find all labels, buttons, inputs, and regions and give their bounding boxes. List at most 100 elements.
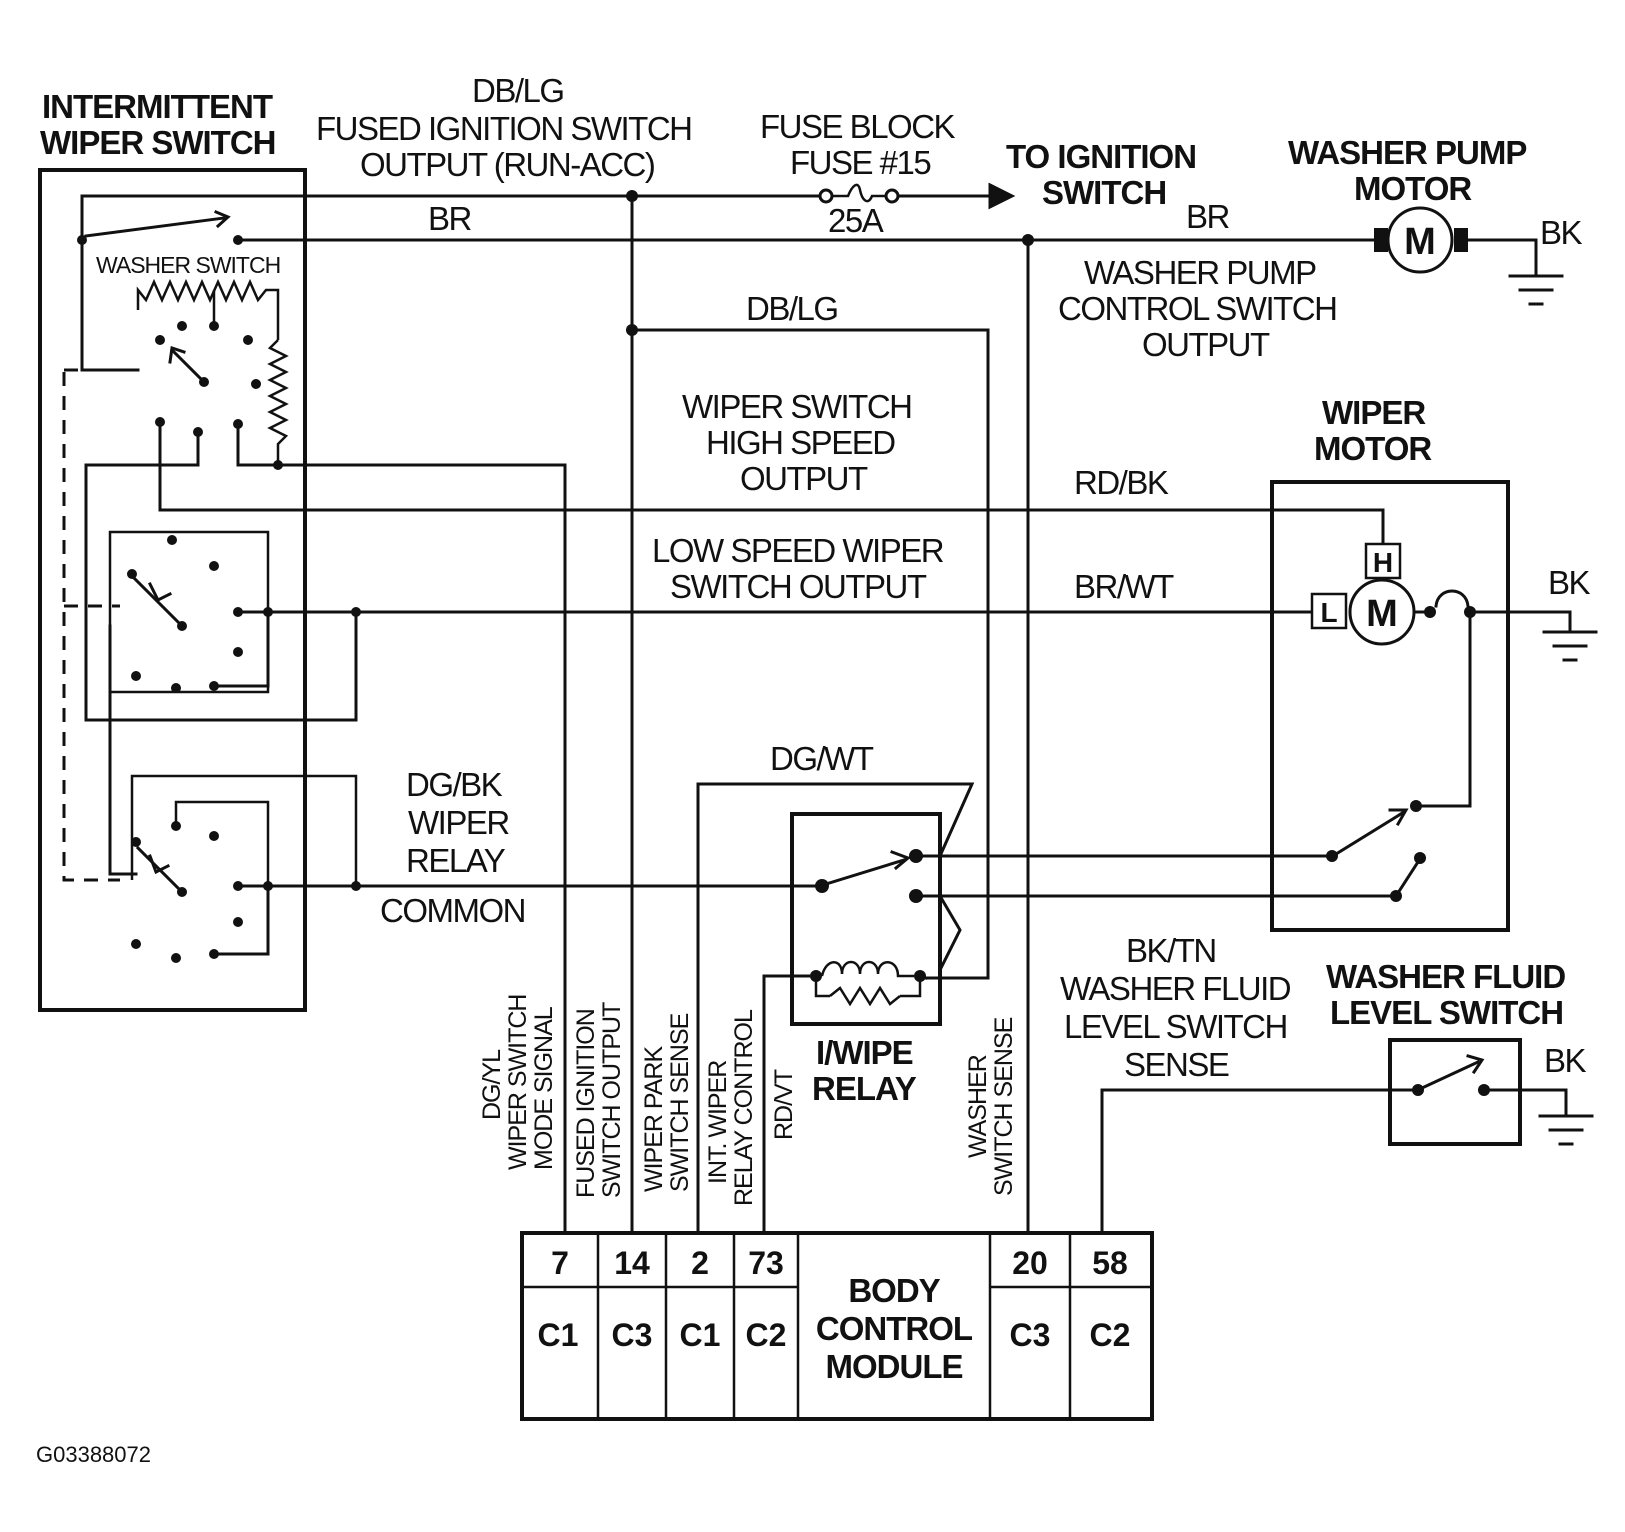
delay-contact: [251, 379, 261, 389]
fluid-sense-label-line2: WASHER FLUID: [1060, 970, 1291, 1007]
run-acc-label: OUTPUT (RUN-ACC): [360, 146, 654, 183]
speed-to-relay-link: [108, 624, 138, 876]
speed-switch-contact: [171, 683, 181, 693]
bcm-housing: [520, 1231, 1154, 1421]
dgbk-label: DG/BK: [406, 766, 503, 803]
fluid-switch-title-line1: WASHER FLUID: [1326, 958, 1565, 995]
speed-switch-contact: [233, 647, 243, 657]
vertical-label-park-2: SWITCH SENSE: [666, 1013, 694, 1192]
vertical-label-int-2: RELAY CONTROL: [730, 1009, 758, 1206]
wiper-motor-housing: [1270, 480, 1510, 932]
delay-resistor-vertical: [267, 339, 289, 465]
rdvt-relay-control-wire: [762, 974, 818, 1235]
bcm-pin-20: 20: [1012, 1245, 1048, 1281]
relay-switch-contact: [171, 953, 181, 963]
wiper-switch-title-line1: INTERMITTENT: [42, 88, 273, 125]
bcm-title-line1: BODY: [848, 1272, 940, 1309]
relay-switch-contact: [131, 939, 141, 949]
speed-switch-contact: [167, 535, 177, 545]
pump-motor-terminal: [1454, 228, 1468, 252]
relay-blade: [824, 858, 906, 886]
motor-circuit-breaker: [1434, 589, 1470, 608]
fuse-rating-label: 25A: [828, 202, 884, 239]
wiper-switch-housing: [38, 168, 307, 1012]
junction: [626, 324, 638, 336]
rdbk-label: RD/BK: [1074, 464, 1169, 501]
washer-switch-label: WASHER SWITCH: [96, 252, 280, 278]
washer-pump-motor: WASHER PUMP MOTOR M BK: [1288, 134, 1584, 306]
junction: [351, 607, 361, 617]
junction: [263, 881, 273, 891]
relay-switch-arrow: [148, 854, 171, 875]
high-terminal: [1364, 542, 1402, 580]
wiper-switch-title-line2: WIPER SWITCH: [40, 124, 275, 161]
delay-contact: [209, 321, 219, 331]
dgyl-mode-signal-wire: [236, 422, 567, 1235]
fluid-switch-ground-wire: [1482, 1088, 1568, 1118]
to-ignition-label-line2: SWITCH: [1042, 174, 1166, 211]
relay-diode-resistor: [829, 985, 901, 1007]
brwt-label: BR/WT: [1074, 568, 1174, 605]
fuse-name-label: FUSE #15: [790, 144, 930, 181]
relay-switch-link: [212, 884, 270, 956]
bcm-connector-c3: C3: [612, 1317, 653, 1353]
switch-internal-loop: [84, 430, 358, 722]
delay-contact: [155, 335, 165, 345]
bktn-fluid-sense-wire: [1100, 1088, 1420, 1235]
delay-contact: [177, 321, 187, 331]
fluid-sense-label-line3: LEVEL SWITCH: [1064, 1008, 1287, 1045]
dblg-mid-wire: [630, 328, 990, 980]
vertical-label-washer-1: WASHER: [964, 1055, 992, 1158]
bcm-pin-73: 73: [748, 1245, 784, 1281]
br-right-label: BR: [1186, 198, 1230, 235]
pump-motor-icon: [1386, 206, 1454, 274]
bktn-label: BK/TN: [1126, 932, 1216, 969]
dgwt-label: DG/WT: [770, 740, 874, 777]
common-label: COMMON: [380, 892, 525, 929]
br-left-label: BR: [428, 200, 472, 237]
diagram-reference-id: G03388072: [36, 1442, 151, 1467]
junction: [351, 881, 361, 891]
vertical-label-washer-2: SWITCH SENSE: [990, 1017, 1018, 1196]
bcm-connector-c1: C1: [538, 1317, 579, 1353]
vertical-label-fused-1: FUSED IGNITION: [572, 1009, 600, 1198]
fluid-switch-blade: [1420, 1060, 1480, 1090]
dgwt-park-sense-wire: [696, 782, 975, 1235]
bcm-pin-2: 2: [691, 1245, 709, 1281]
wiper-motor: WIPER MOTOR H L M BK: [1270, 394, 1598, 932]
park-switch-blade-lower: [1393, 859, 1421, 899]
fluid-sense-label-line4: SENSE: [1124, 1046, 1229, 1083]
vertical-label-park-1: WIPER PARK: [640, 1046, 668, 1192]
relay-internal-link: [937, 893, 962, 973]
dblg-label: DB/LG: [472, 72, 564, 109]
high-speed-label-line2: HIGH SPEED: [706, 424, 895, 461]
park-switch-arrow: [1388, 808, 1409, 827]
relay-label: RELAY: [406, 842, 506, 879]
park-switch-blade: [1333, 809, 1407, 857]
bcm-title-line2: CONTROL: [816, 1310, 973, 1347]
fuse-15: FUSE BLOCK FUSE #15 25A: [760, 108, 957, 239]
washer-switch-arrow: [214, 210, 231, 229]
bcm-connector-c2: C2: [746, 1317, 787, 1353]
high-speed-label-line3: OUTPUT: [740, 460, 868, 497]
vertical-label-rdvt: RD/VT: [770, 1069, 798, 1140]
relay-arrow: [890, 850, 911, 871]
fluid-switch-title-line2: LEVEL SWITCH: [1330, 994, 1563, 1031]
to-ignition-arrow: [988, 182, 1016, 210]
delay-resistor: [136, 278, 280, 340]
washer-switch-contact: [233, 235, 243, 245]
bcm-pin-58: 58: [1092, 1245, 1128, 1281]
relay-title-line2: RELAY: [812, 1070, 917, 1107]
junction: [626, 190, 638, 202]
delay-wiper-arrow: [168, 346, 186, 364]
speed-switch-link: [212, 610, 270, 688]
washer-switch-blade: [84, 216, 226, 238]
relay-switch-contact: [171, 821, 181, 831]
delay-wiper-blade: [169, 347, 207, 385]
delay-contact: [243, 335, 253, 345]
vertical-label-mode-2: MODE SIGNAL: [530, 1006, 558, 1170]
low-speed-label-line1: LOW SPEED WIPER: [652, 532, 944, 569]
pump-ground-wire: [1466, 238, 1538, 278]
speed-switch-contact: [209, 561, 219, 571]
